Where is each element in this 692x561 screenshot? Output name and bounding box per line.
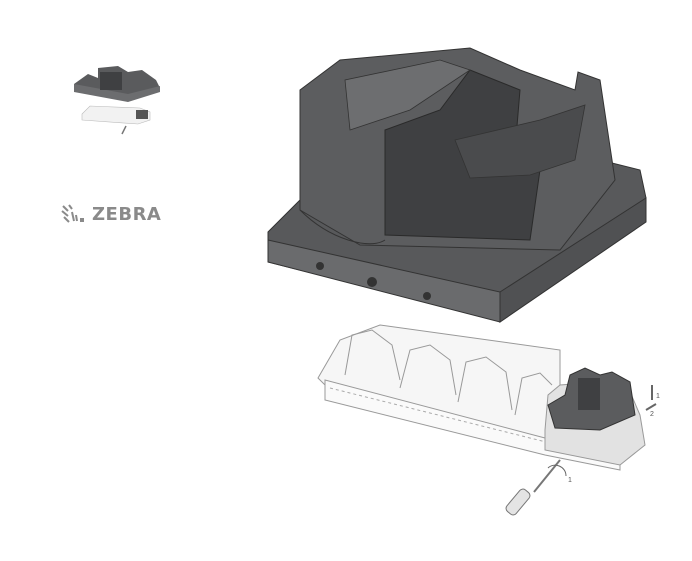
single-slot-cradle <box>267 47 647 323</box>
step-label: 2 <box>650 411 654 418</box>
thumbnail-cradle-illustration <box>74 66 160 135</box>
step-label: 1 <box>568 477 572 484</box>
thumbnail-product-image[interactable] <box>68 62 168 152</box>
step-label: 1 <box>656 393 660 400</box>
zebra-head-icon <box>61 204 84 223</box>
brand-name: ZEBRA <box>92 203 162 225</box>
zebra-logo: ZEBRA <box>60 203 161 225</box>
four-slot-cradle-strip: 1 2 <box>317 324 660 471</box>
screwdriver-icon: 1 <box>505 459 572 516</box>
